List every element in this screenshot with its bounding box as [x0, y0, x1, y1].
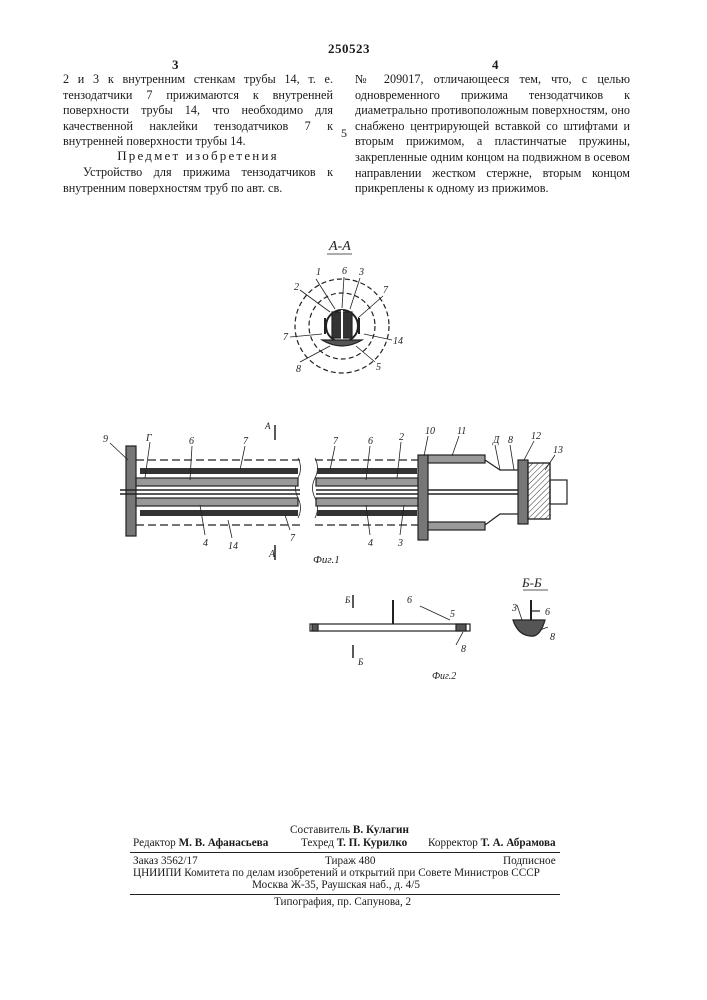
callout-aa-7-top: 7 [383, 285, 389, 296]
callout-f1-2: 2 [399, 432, 404, 443]
address: Москва Ж-35, Раушская наб., д. 4/5 [252, 879, 420, 893]
callout-f1-9: 9 [103, 434, 108, 445]
callout-aa-6: 6 [342, 266, 347, 277]
callout-aa-8: 8 [296, 364, 301, 375]
callout-bb-8: 8 [550, 632, 555, 643]
callout-aa-5: 5 [376, 362, 381, 373]
callout-bb-3: 3 [511, 603, 517, 614]
corrector-label: Корректор [428, 837, 478, 849]
callout-f1-4a: 4 [203, 538, 208, 549]
callout-f1-12: 12 [531, 431, 541, 442]
callout-f2-6: 6 [407, 595, 412, 606]
section-aa-title: А-А [328, 239, 351, 254]
callout-aa-2: 2 [294, 282, 299, 293]
section-mark-a-top: А [264, 421, 271, 431]
techred-name: Т. П. Курилко [337, 837, 408, 849]
corrector-name: Т. А. Абрамова [481, 837, 556, 849]
section-aa-drawing [290, 254, 392, 373]
callout-f1-d: Д [492, 435, 500, 446]
callout-f1-13: 13 [553, 445, 563, 456]
footer-divider-top [130, 852, 560, 853]
callout-aa-1: 1 [316, 267, 321, 278]
callout-f1-8: 8 [508, 435, 513, 446]
callout-f1-11: 11 [457, 426, 466, 437]
figure-2-caption: Фиг.2 [432, 671, 456, 682]
editor-line: Редактор М. В. Афанасьева [133, 837, 268, 851]
techred-label: Техред [301, 837, 334, 849]
callout-f1-4b: 4 [368, 538, 373, 549]
techred-line: Техред Т. П. Курилко [301, 837, 407, 851]
editor-name: М. В. Афанасьева [179, 837, 269, 849]
printing-house: Типография, пр. Сапунова, 2 [274, 896, 411, 910]
section-bb-title: Б-Б [521, 575, 542, 590]
figure-2-drawing [310, 595, 470, 658]
editor-label: Редактор [133, 837, 176, 849]
figure-1-caption: Фиг.1 [313, 554, 340, 566]
callout-bb-6: 6 [545, 607, 550, 618]
callout-aa-14: 14 [393, 336, 403, 347]
corrector-line: Корректор Т. А. Абрамова [428, 837, 556, 851]
callout-f1-g: Г [145, 433, 152, 444]
callout-f1-7b: 7 [333, 436, 339, 447]
compiler-label: Составитель [290, 824, 350, 836]
section-mark-a-bottom: А [268, 549, 276, 560]
compiler-line: Составитель В. Кулагин [290, 824, 409, 838]
callout-aa-3: 3 [358, 267, 364, 278]
callout-f1-14: 14 [228, 541, 238, 552]
section-bb-drawing [513, 590, 548, 636]
section-mark-b-top: Б [344, 595, 351, 605]
callout-f2-5: 5 [450, 609, 455, 620]
callout-f1-7a: 7 [243, 436, 249, 447]
footer-divider-bottom [130, 894, 560, 895]
section-mark-b-bottom: Б [357, 657, 364, 667]
callout-f1-10: 10 [425, 426, 435, 437]
callout-f1-6b: 6 [368, 436, 373, 447]
compiler-name: В. Кулагин [353, 824, 409, 836]
callout-f1-6a: 6 [189, 436, 194, 447]
callout-f2-8: 8 [461, 644, 466, 655]
callout-f1-3: 3 [397, 538, 403, 549]
callout-f1-7c: 7 [290, 533, 296, 544]
callout-aa-7-left: 7 [283, 332, 289, 343]
